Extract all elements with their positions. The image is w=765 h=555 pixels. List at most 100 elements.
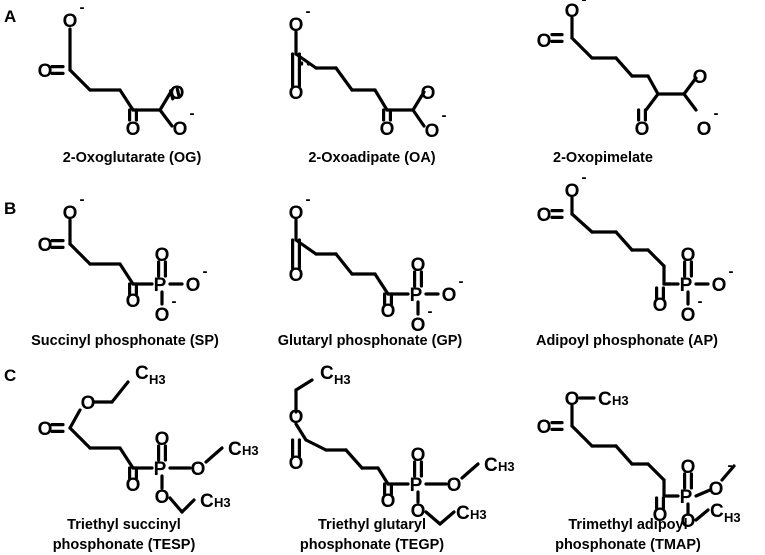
ethyl-chain <box>110 380 130 404</box>
caption-oxopimelate: 2-Oxopimelate <box>553 150 653 166</box>
oxygen-atom: O <box>411 501 426 522</box>
oxygen-atom: O <box>191 459 206 480</box>
oxygen-atom: O <box>289 453 304 474</box>
methyl-h3: H3 <box>214 495 231 510</box>
ethyl-chain <box>180 498 196 514</box>
oxygen-atom: O <box>155 245 170 266</box>
methyl-h3: H3 <box>612 393 629 408</box>
methyl-carbon: C <box>135 363 149 384</box>
carbon-chain <box>68 426 92 450</box>
carbon-chain <box>570 36 594 60</box>
labels: O-OOOO-O-OOOO-O-OOOO-O-OOPOO-O-O-OOPOO-O… <box>38 0 741 532</box>
phosphorus-atom: P <box>680 275 693 296</box>
carbon-chain <box>646 462 666 482</box>
oxygen-atom: O <box>380 119 395 140</box>
oxygen-atom: O <box>565 389 580 410</box>
negative-charge: - <box>428 303 433 320</box>
phosphorus-atom: P <box>154 459 167 480</box>
panel-label-c: C <box>4 366 16 385</box>
carbon-chain <box>158 108 174 128</box>
negative-charge: - <box>306 191 311 208</box>
carbon-chain <box>646 248 666 268</box>
oxygen-atom: O <box>537 417 552 438</box>
carbon-chain <box>118 262 135 286</box>
methyl-carbon: C <box>598 389 612 410</box>
ethyl-chain <box>168 496 184 514</box>
carbon-chain <box>570 212 594 234</box>
oxygen-atom: O <box>381 301 396 322</box>
oxygen-atom: O <box>411 445 426 466</box>
carbonyl-bond <box>175 87 181 99</box>
oxygen-atom: O <box>289 15 304 36</box>
carbon-chain <box>614 56 634 78</box>
carbon-chain <box>373 272 390 296</box>
methyl-carbon: C <box>484 455 498 476</box>
negative-charge: - <box>714 105 719 122</box>
oxygen-atom: O <box>411 315 426 336</box>
negative-charge: - <box>582 0 587 8</box>
negative-charge: - <box>80 0 85 16</box>
carbon-chain <box>344 448 364 470</box>
oxygen-atom: O <box>126 291 141 312</box>
methyl-carbon: C <box>710 501 724 522</box>
methyl-h3: H3 <box>149 372 166 387</box>
oxygen-atom: O <box>38 419 53 440</box>
oxygen-atom: O <box>38 235 53 256</box>
oxygen-atom: O <box>126 475 141 496</box>
negative-charge: - <box>203 263 208 280</box>
caption-og: 2-Oxoglutarate (OG) <box>63 150 202 166</box>
oxygen-atom: O <box>693 67 708 88</box>
oxygen-atom: O <box>126 119 141 140</box>
oxygen-atom: O <box>289 83 304 104</box>
panel-letters: A B C <box>4 7 16 385</box>
ester-bond <box>68 408 82 430</box>
oxygen-atom: O <box>681 245 696 266</box>
ester-bond <box>294 422 308 442</box>
oxygen-atom: O <box>155 429 170 450</box>
oxygen-atom: O <box>173 119 188 140</box>
carbon-chain <box>614 230 634 252</box>
oxygen-atom: O <box>442 285 457 306</box>
oxygen-atom: O <box>63 203 78 224</box>
ethyl-chain <box>438 510 456 526</box>
carbon-chain <box>411 108 426 128</box>
phosphorus-atom: P <box>410 475 423 496</box>
carbon-chain <box>682 92 698 112</box>
oxygen-atom: O <box>155 305 170 326</box>
oxygen-atom: O <box>653 505 668 526</box>
negative-charge: - <box>459 273 464 290</box>
negative-charge: - <box>582 169 587 186</box>
negative-charge: - <box>80 191 85 208</box>
oxygen-atom: O <box>653 295 668 316</box>
oxygen-atom: O <box>411 255 426 276</box>
ethyl-chain <box>424 510 442 526</box>
oxygen-atom: O <box>681 305 696 326</box>
oxygen-atom: O <box>565 181 580 202</box>
panel-label-a: A <box>4 7 16 26</box>
phosphorus-atom: P <box>154 275 167 296</box>
oxygen-atom: O <box>81 393 96 414</box>
methyl-h3: H3 <box>498 459 515 474</box>
oxygen-atom: O <box>709 479 724 500</box>
oxygen-atom: O <box>537 205 552 226</box>
negative-charge: - <box>306 3 311 20</box>
methyl-stub: - <box>728 457 733 474</box>
carbon-chain <box>411 90 426 112</box>
carbon-chain <box>570 424 594 448</box>
carbon-chain <box>614 444 634 466</box>
oxygen-atom: O <box>170 83 185 104</box>
carbon-chain <box>334 252 354 276</box>
carbon-chain <box>118 88 135 112</box>
oxygen-atom: O <box>381 491 396 512</box>
negative-charge: - <box>698 293 703 310</box>
carbon-chain <box>644 92 660 112</box>
panel-label-b: B <box>4 199 16 218</box>
caption-gp: Glutaryl phosphonate (GP) <box>278 333 463 349</box>
carbon-chain <box>646 74 660 96</box>
oxygen-atom: O <box>186 275 201 296</box>
methyl-carbon: C <box>228 439 242 460</box>
carbon-chain <box>694 488 712 498</box>
caption-tegp-line1: Triethyl glutaryl <box>318 517 426 533</box>
carbon-chain <box>118 446 135 470</box>
